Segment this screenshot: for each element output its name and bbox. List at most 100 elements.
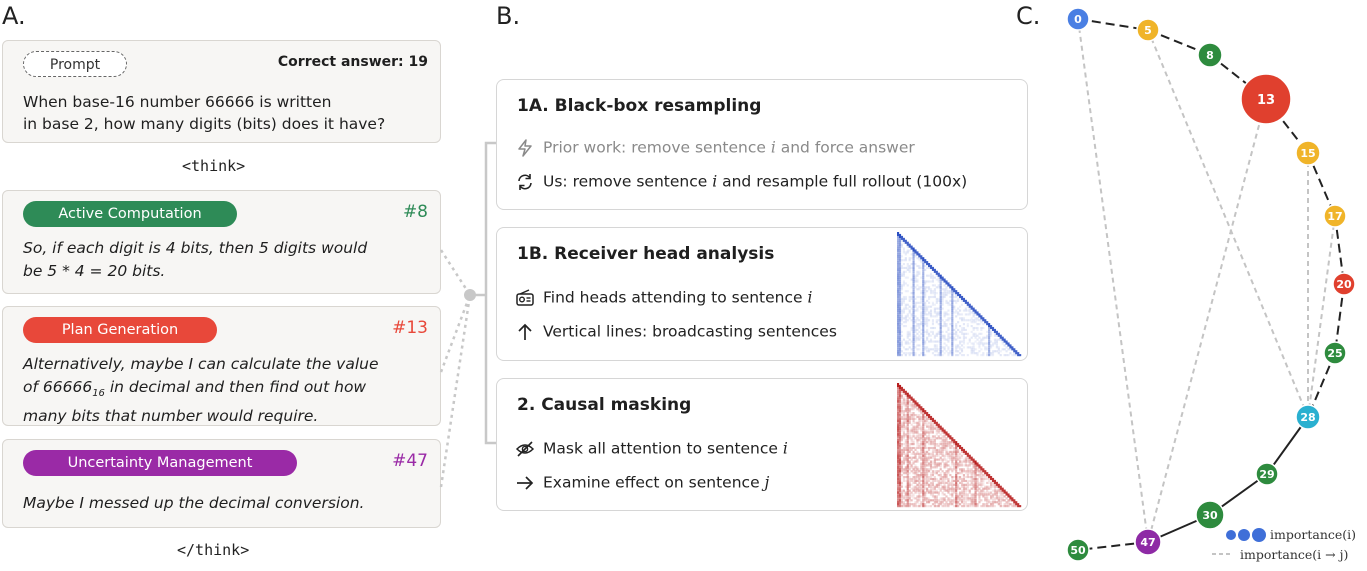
heatmap-cell [929, 274, 933, 277]
heatmap-cell [941, 448, 944, 452]
heatmap-cell [949, 295, 952, 299]
heatmap-cell [939, 286, 942, 289]
heatmap-cell [922, 429, 925, 432]
heatmap-cell [990, 503, 993, 506]
heatmap-cell [906, 464, 909, 467]
heatmap-cell [966, 483, 969, 486]
heatmap-cell [974, 319, 977, 322]
heatmap-cell [937, 454, 940, 457]
heatmap-cell [980, 472, 983, 475]
heatmap-cell [926, 474, 929, 477]
heatmap-cell [898, 276, 902, 279]
heatmap-cell [922, 301, 925, 304]
heatmap-cell [924, 419, 927, 422]
heatmap-cell [943, 483, 946, 486]
heatmap-cell [924, 410, 927, 413]
heatmap-cell [939, 501, 942, 504]
heatmap-cell [990, 330, 993, 333]
heatmap-cell [993, 485, 997, 488]
heatmap-cell [900, 497, 904, 500]
heatmap-cell [906, 503, 909, 506]
heatmap-cell [900, 299, 904, 302]
heatmap-cell [914, 319, 917, 322]
heatmap-cell [939, 305, 942, 308]
heatmap-cell [939, 472, 942, 475]
heatmap-cell [926, 414, 929, 417]
heatmap-cell [957, 477, 960, 481]
dependency-edge [1147, 29, 1309, 418]
heatmap-cell [928, 497, 931, 500]
heatmap-cell [972, 311, 975, 314]
heatmap-cell [914, 338, 917, 341]
heatmap-cell [945, 431, 948, 434]
heatmap-cell [949, 474, 952, 477]
heatmap-cell [955, 311, 958, 314]
heatmap-cell [1015, 505, 1018, 508]
heatmap-cell [999, 338, 1002, 341]
heatmap-cell [898, 270, 902, 273]
heatmap-cell [918, 336, 921, 339]
heatmap-cell [912, 446, 915, 450]
heatmap-cell [953, 448, 956, 452]
heatmap-cell [902, 448, 905, 452]
heatmap-cell [924, 313, 927, 316]
heatmap-cell [993, 497, 997, 500]
heatmap-cell [957, 462, 960, 465]
heatmap-cell [968, 458, 971, 461]
heatmap-cell [939, 466, 942, 469]
heatmap-cell [970, 342, 973, 345]
heatmap-cell [912, 284, 915, 287]
heatmap-cell [931, 301, 935, 304]
heatmap-cell [902, 423, 905, 426]
heatmap-cell [974, 491, 977, 494]
heatmap-cell [947, 441, 950, 444]
heatmap-cell [953, 452, 956, 455]
heatmap-cell [949, 437, 952, 440]
heatmap-cell [920, 406, 923, 409]
heatmap-cell [966, 495, 969, 498]
heatmap-cell [960, 454, 964, 457]
heatmap-cell [951, 460, 954, 463]
heatmap-cell [957, 328, 960, 332]
heatmap-cell [928, 431, 931, 434]
heatmap-cell [906, 315, 909, 318]
heatmap-cell [976, 317, 979, 320]
heatmap-cell [951, 311, 954, 314]
heatmap-cell [918, 483, 921, 486]
heatmap-cell [912, 338, 915, 341]
panel-label-a: A. [2, 2, 26, 30]
heatmap-cell [914, 435, 917, 438]
heatmap-cell [1017, 354, 1020, 357]
method-card-resampling: 1A. Black-box resampling Prior work: rem… [496, 79, 1028, 210]
heatmap-cell [904, 452, 907, 455]
heatmap-cell [970, 352, 973, 355]
heatmap-cell [924, 317, 927, 320]
heatmap-cell [959, 476, 962, 479]
heatmap-cell [935, 427, 938, 430]
heatmap-cell [966, 472, 969, 475]
heatmap-cell [962, 297, 966, 301]
heatmap-cell [988, 342, 991, 345]
heatmap-cell [984, 493, 987, 496]
heatmap-cell [931, 323, 935, 326]
heatmap-cell [910, 446, 913, 450]
heatmap-cell [908, 443, 911, 446]
heatmap-cell [982, 505, 985, 508]
heatmap-cell [966, 497, 969, 500]
heatmap-cell [910, 396, 913, 399]
heatmap-cell [933, 336, 936, 339]
heatmap-cell [906, 241, 909, 244]
heatmap-cell [898, 261, 902, 264]
heatmap-cell [976, 481, 979, 484]
heatmap-cell [935, 450, 938, 453]
heatmap-cell [928, 505, 931, 508]
heatmap-cell [933, 346, 936, 349]
heatmap-cell [943, 439, 946, 442]
heatmap-cell [926, 441, 929, 444]
heatmap-cell [910, 398, 913, 401]
heatmap-cell [937, 313, 940, 316]
heatmap-cell [970, 311, 973, 314]
heatmap-cell [908, 338, 911, 341]
heatmap-cell [943, 499, 946, 502]
heatmap-cell [926, 468, 929, 471]
